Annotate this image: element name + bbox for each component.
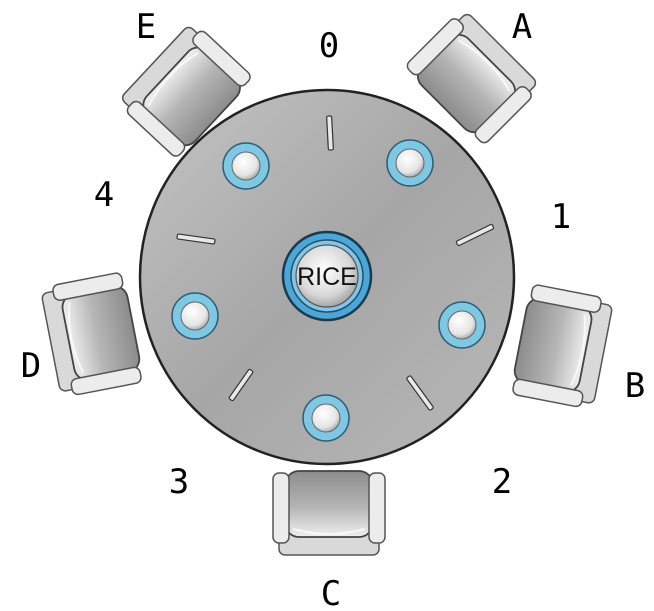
chair-B — [510, 284, 614, 410]
plate-B — [439, 302, 485, 348]
chair-label-D: D — [21, 346, 41, 386]
chair-D — [40, 272, 144, 398]
plate-C — [303, 395, 349, 441]
chopstick-label-0: 0 — [319, 26, 339, 66]
chair-label-B: B — [625, 366, 645, 406]
chair-label-C: C — [321, 574, 341, 611]
chopstick-label-2: 2 — [492, 462, 512, 502]
plate-E — [223, 143, 269, 189]
chopstick-label-1: 1 — [551, 197, 571, 237]
plate-D — [172, 293, 218, 339]
chair-label-E: E — [136, 7, 156, 47]
plate-A — [387, 140, 433, 186]
chopstick-label-4: 4 — [94, 175, 114, 215]
chopstick-label-3: 3 — [169, 462, 189, 502]
chopstick-0 — [327, 116, 334, 150]
chair-label-A: A — [512, 7, 532, 47]
rice-label: RICE — [297, 263, 357, 291]
rice-bowl: RICE — [283, 232, 371, 320]
chair-C — [273, 471, 385, 555]
